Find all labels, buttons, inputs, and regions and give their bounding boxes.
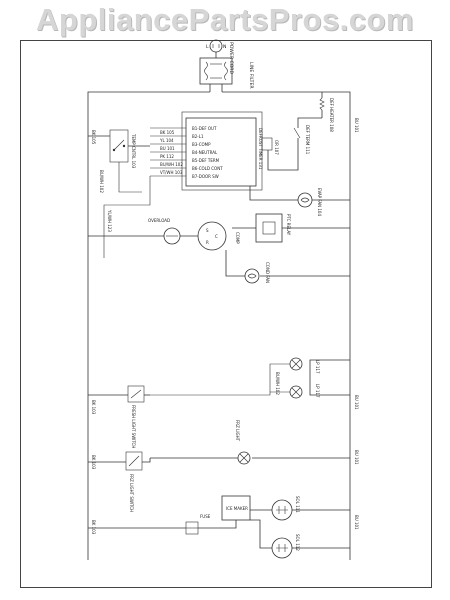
fuse-label: FUSE [200,514,211,519]
svg-text:C: C [215,234,218,239]
power-l-label: L [206,44,209,50]
diagram-frame [20,40,432,588]
ptc-relay: PTC RELAY [232,213,350,243]
temp-control-label: TEMP CNTRL 103 [131,133,136,169]
cond-fan-label: COND FAN [265,262,270,283]
ptc-relay-label: PTC RELAY [286,214,291,236]
defrost-terminator: DEF TERM 111 [267,117,322,171]
power-n-label: N [223,44,226,50]
defrost-timer: B1-DEF OUT B2-L1 B3-COMP B4-NEUTRAL B5-D… [150,111,263,191]
freezer-light: FRZ LIGHT [150,420,350,465]
lamps: LP 117 LP 117 BU/WH 102 [150,357,350,399]
ylwh-wire-label: YL/WH 123 [107,209,112,232]
timer-terminal-b3: B3-COMP [192,142,211,147]
line-filter: LINE FILTER [199,52,254,92]
timer-terminal-b5: B5-DEF TERM [192,158,220,163]
evap-fan-label: EVAP FAN 104 [317,188,322,216]
timer-wires: BK 105 YL 104 BU 101 PK 112 BU/WH 102 VT… [150,127,186,177]
sol-1-label: SOL 111 [295,496,300,513]
compressor: S R C COMP [197,221,240,251]
bu-wh-wire-label: BU/WH 102 [99,170,104,193]
timer-terminal-b2: B2-L1 [192,134,204,139]
watermark-logo: AppliancePartsPros.com [36,2,414,37]
temp-control: TEMP CNTRL 103 BU/WH 102 [88,129,150,193]
frz-light-switch: FRZ LIGHT SWITCH [88,451,151,512]
condenser-fan: COND FAN [225,250,350,284]
timer-wire-3: BU 101 [160,146,175,151]
fresh-light-switch-label: FRESH LIGHT SWITCH [131,405,136,448]
fresh-light-switch: FRESH LIGHT SWITCH [88,385,150,448]
ice-maker: ICE MAKER [221,495,251,521]
wire-bk-top: BK 105 [91,130,96,145]
timer-terminal-list: B1-DEF OUT B2-L1 B3-COMP B4-NEUTRAL B5-D… [192,126,223,179]
def-term-label: DEF TERM 111 [305,125,310,155]
wire-bk-mid: BK 103 [91,400,96,415]
overload: OVERLOAD [88,218,198,245]
timer-terminal-b6: B6-COLD CONT [192,166,223,171]
wire-bu-low: BU 101 [354,450,359,465]
wire-bu-bot: BU 101 [354,515,359,530]
or-wire-label: OR 107 [274,140,279,155]
fuse: FUSE [88,514,237,535]
sol-2-label: SOL 112 [295,534,300,551]
lamp-1-label: LP 117 [315,360,320,374]
defrost-heater: DEF HEATER 108 [319,92,334,132]
bu-wh-wire-2-label: BU/WH 102 [275,372,280,395]
timer-terminal-b4: B4-NEUTRAL [192,150,218,155]
ice-maker-label: ICE MAKER [226,506,248,511]
timer-wire-1: BK 105 [160,130,175,135]
power-cord: POWER CORD L N [206,39,234,74]
ylwh-wire: YL/WH 123 [103,176,151,258]
line-filter-label: LINE FILTER [248,62,254,89]
svg-text:R: R [206,240,209,245]
timer-terminal-b7: B7-DOOR SW [192,174,219,179]
overload-label: OVERLOAD [148,218,170,223]
main-buses [87,91,351,560]
def-heater-label: DEF HEATER 108 [329,98,334,132]
timer-wire-4: PK 112 [160,154,174,159]
wire-bu-mid: BU 101 [354,395,359,410]
evap-fan: EVAP FAN 104 [249,186,350,216]
svg-text:S: S [206,228,209,233]
or-connector: OR 107 [261,137,279,155]
timer-title: DEFROST TIMER 131 [258,128,263,170]
timer-terminal-b1: B1-DEF OUT [192,126,217,131]
wire-bk-bot: BK 103 [91,520,96,535]
compressor-label: COMP [235,232,240,244]
solenoid-1: SOL 111 [250,496,350,521]
frz-light-switch-label: FRZ LIGHT SWITCH [129,474,134,512]
frz-light-label: FRZ LIGHT [235,420,240,442]
timer-wire-2: YL 104 [159,138,174,143]
timer-wire-6: VT/WH 103 [160,170,183,175]
timer-wire-5: BU/WH 102 [160,162,183,167]
solenoid-2: SOL 112 [250,519,350,559]
wire-bu-top: BU 101 [354,118,359,133]
lamp-2-label: LP 117 [315,384,320,398]
